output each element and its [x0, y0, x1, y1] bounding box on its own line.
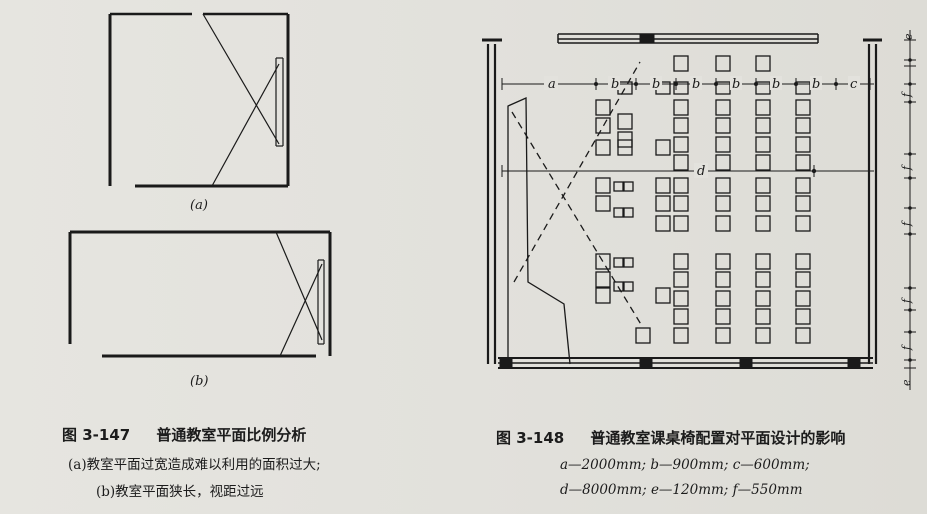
dim-d-label: d: [697, 164, 705, 179]
figure-147b-drawing: [68, 230, 332, 358]
dim-b-label-5: b: [772, 77, 780, 92]
dim-f-label-4: f: [900, 297, 913, 304]
figure-148-number: 图 3-148: [496, 429, 565, 447]
figure-147-note-b: (b)教室平面狭长，视距过远: [96, 484, 264, 500]
dim-c-label: c: [850, 77, 858, 92]
left-wall: [482, 38, 502, 364]
dim-b-label-1: b: [611, 77, 619, 92]
figure-147-note-a: (a)教室平面过宽造成难以利用的面积过大;: [68, 457, 321, 473]
dim-f-label-2: f: [900, 164, 913, 171]
figure-147-caption: 图 3-147 普通教室平面比例分析: [62, 424, 306, 445]
platform-outline: [507, 97, 571, 365]
dim-b-label-2: b: [652, 77, 660, 92]
figure-148-legend-line-2: d—8000mm; e—120mm; f—550mm: [560, 482, 803, 498]
figure-147a-label: (a): [190, 198, 208, 213]
desk-grid: [595, 99, 811, 344]
figure-147-number: 图 3-147: [62, 426, 131, 444]
bottom-wall: [498, 357, 873, 369]
dim-b-label-3: b: [692, 77, 700, 92]
dim-f-label-1: f: [900, 91, 913, 98]
figure-147b-label: (b): [190, 374, 209, 389]
figure-148-title: 普通教室课桌椅配置对平面设计的影响: [590, 429, 846, 447]
right-wall: [863, 38, 882, 364]
figure-147a-drawing: [108, 12, 290, 188]
figure-147-title: 普通教室平面比例分析: [156, 426, 307, 444]
dim-b-label-6: b: [812, 77, 820, 92]
figure-148-legend-line-1: a—2000mm; b—900mm; c—600mm;: [560, 457, 810, 473]
sight-lines: [511, 61, 643, 327]
dim-e-label-bottom: e: [900, 379, 913, 386]
dim-b-label-4: b: [732, 77, 740, 92]
figure-148-drawing: a b b b b b b c d: [482, 30, 916, 390]
dim-a-label: a: [548, 77, 556, 92]
dim-f-label-3: f: [900, 220, 913, 227]
dim-e-label-top: e: [902, 33, 915, 40]
top-window: [557, 33, 819, 44]
dim-f-label-5: f: [900, 344, 913, 351]
figure-148-caption: 图 3-148 普通教室课桌椅配置对平面设计的影响: [496, 427, 845, 448]
